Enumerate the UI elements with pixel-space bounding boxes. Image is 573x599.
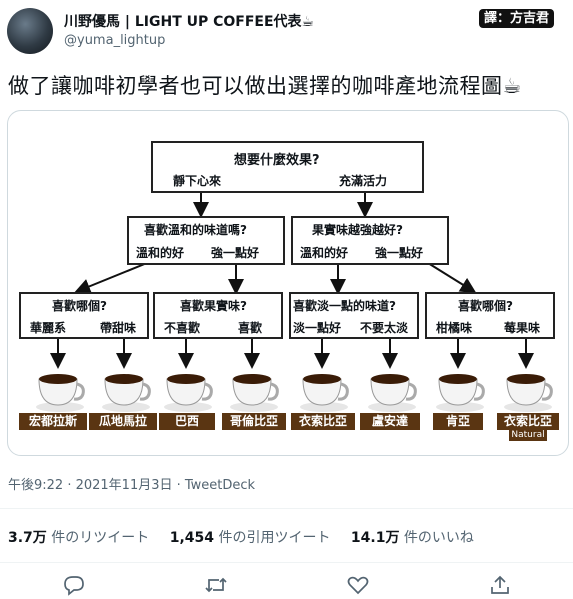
- result-brazil: 巴西: [159, 413, 215, 430]
- like-option: 喜歡: [238, 321, 263, 335]
- result-rwanda: 盧安達: [360, 413, 420, 430]
- mild-right-option: 強一點好: [211, 246, 260, 260]
- fruity-question: 果實味越強越好?: [312, 223, 403, 237]
- mild-left-option: 溫和的好: [136, 246, 185, 260]
- result-colombia: 哥倫比亞: [222, 413, 286, 430]
- floral-option: 華麗系: [30, 321, 67, 335]
- fruit-flavor-question: 喜歡果實味?: [180, 299, 247, 313]
- quote-label[interactable]: 件の引用ツイート: [218, 530, 331, 546]
- tweet-stats: 3.7万 件のリツイート 1,454 件の引用ツイート 14.1万 件のいいね: [8, 527, 490, 547]
- coffee-cup-icon: [230, 374, 279, 412]
- dislike-option: 不喜歡: [164, 321, 201, 335]
- berry-option: 莓果味: [504, 321, 541, 335]
- tweet-text: 做了讓咖啡初學者也可以做出選擇的咖啡產地流程圖☕: [8, 74, 522, 98]
- divider: [0, 508, 573, 509]
- author-handle[interactable]: @yuma_lightup: [64, 33, 166, 48]
- sweet-option: 帶甜味: [100, 321, 137, 335]
- tweet-timestamp[interactable]: 午後9:22 · 2021年11月3日 · TweetDeck: [8, 478, 256, 493]
- coffee-cup-icon: [504, 374, 553, 412]
- result-kenya: 肯亞: [433, 413, 483, 430]
- reply-icon[interactable]: [62, 574, 86, 596]
- root-question-box: [151, 141, 424, 193]
- coffee-cup-icon: [36, 374, 85, 412]
- coffee-cup-icon: [102, 374, 151, 412]
- retweet-icon[interactable]: [204, 574, 228, 596]
- coffee-cup-icon: [300, 374, 349, 412]
- fruity-question-box: [291, 216, 449, 265]
- which-question-2: 喜歡哪個?: [458, 299, 513, 313]
- like-label[interactable]: 件のいいね: [403, 530, 474, 546]
- result-ethiopia-natural: 衣索比亞: [497, 413, 559, 430]
- divider: [0, 562, 573, 563]
- root-question: 想要什麼效果?: [234, 153, 320, 168]
- fruity-left-option: 溫和的好: [300, 246, 349, 260]
- result-guatemala: 瓜地馬拉: [89, 413, 157, 430]
- lighter-option: 淡一點好: [293, 321, 342, 335]
- coffee-cup-icon: [368, 374, 417, 412]
- translator-badge: 譯：方吉君: [479, 9, 555, 28]
- share-icon[interactable]: [488, 574, 512, 596]
- coffee-cup-icon: [164, 374, 213, 412]
- light-question: 喜歡淡一點的味道?: [293, 299, 396, 313]
- light-question-box: [289, 292, 419, 339]
- retweet-label[interactable]: 件のリツイート: [51, 530, 150, 546]
- root-right-option: 充滿活力: [339, 174, 388, 188]
- like-count[interactable]: 14.1万: [350, 530, 400, 546]
- mild-question: 喜歡溫和的味道嗎?: [144, 223, 247, 237]
- fruity-right-option: 強一點好: [375, 246, 424, 260]
- coffee-cup-icon: [436, 374, 485, 412]
- like-icon[interactable]: [346, 574, 370, 596]
- flowchart-connectors: [50, 191, 534, 369]
- which-question-box-1: [19, 292, 149, 339]
- which-question-1: 喜歡哪個?: [52, 299, 107, 313]
- result-honduras: 宏都拉斯: [19, 413, 87, 430]
- which-question-box-2: [425, 292, 555, 339]
- author-name[interactable]: 川野優馬 | LIGHT UP COFFEE代表☕: [64, 14, 315, 30]
- quote-count[interactable]: 1,454: [169, 530, 215, 546]
- root-left-option: 靜下心來: [173, 174, 222, 188]
- result-natural-sublabel: Natural: [509, 429, 547, 441]
- result-ethiopia: 衣索比亞: [291, 413, 355, 430]
- avatar[interactable]: [7, 8, 53, 54]
- not-too-light-option: 不要太淡: [360, 321, 409, 335]
- retweet-count[interactable]: 3.7万: [8, 530, 47, 546]
- mild-question-box: [127, 216, 285, 265]
- citrus-option: 柑橘味: [436, 321, 473, 335]
- fruit-flavor-question-box: [153, 292, 283, 339]
- flowchart-image[interactable]: 想要什麼效果? 靜下心來 充滿活力 喜歡溫和的味道嗎? 溫和的好 強一點好 果實…: [7, 110, 569, 456]
